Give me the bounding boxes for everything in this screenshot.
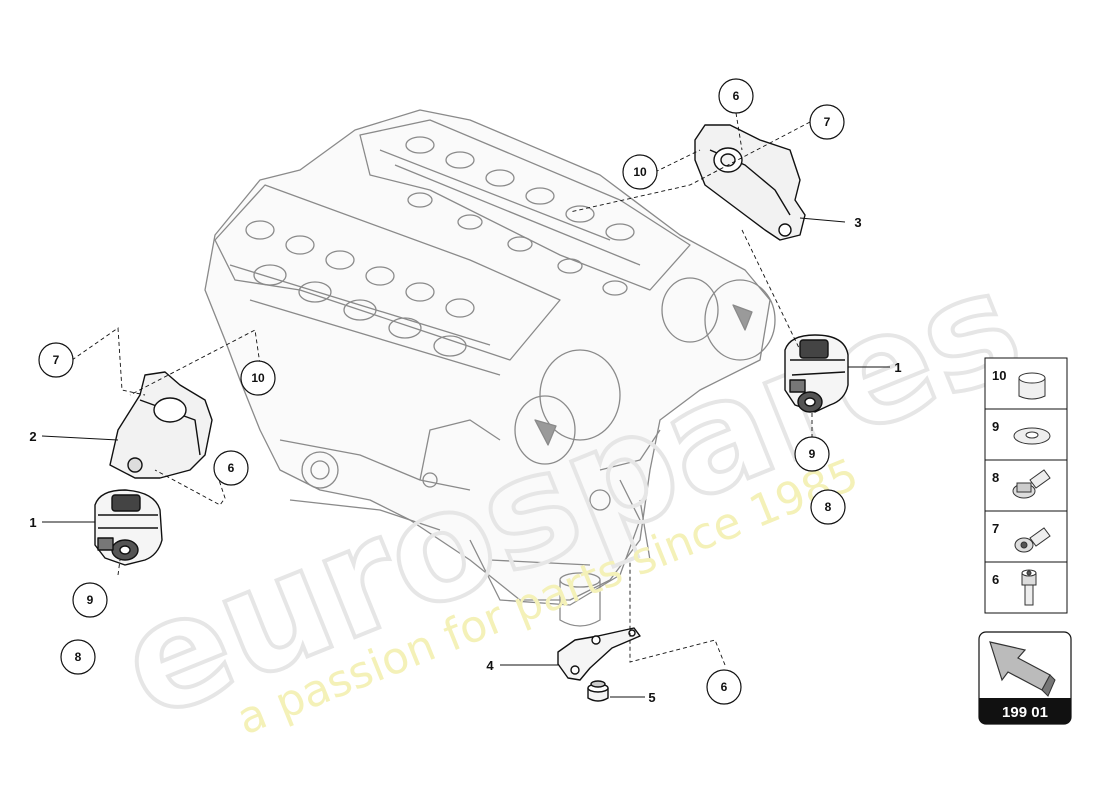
callout-label: 8 [75,650,82,664]
engine-drawing [204,109,776,627]
callout-9-left[interactable]: 9 [72,582,108,618]
flange-bolt-icon [1012,469,1051,499]
callout-label: 4 [486,658,494,673]
callout-label: 10 [251,371,265,385]
callout-7-left[interactable]: 7 [38,342,74,378]
callout-label: 7 [824,115,831,129]
callout-label: 10 [633,165,647,179]
legend-number: 8 [992,470,999,485]
callout-label: 2 [29,429,36,444]
callout-3[interactable]: 3 [854,215,861,230]
part-1-engine-mount-right[interactable] [784,334,849,413]
reference-code: 199 01 [1002,704,1048,721]
callout-8-right[interactable]: 8 [810,489,846,525]
callout-label: 9 [87,593,94,607]
parts-legend: 10 9 8 7 [984,357,1068,614]
callout-10-left[interactable]: 10 [240,360,276,396]
part-4-bracket-plate[interactable] [557,627,641,681]
callout-label: 1 [894,360,901,375]
part-2-bracket[interactable] [109,371,213,479]
callout-8-left[interactable]: 8 [60,639,96,675]
washer-icon [1013,427,1051,445]
legend-row-10[interactable]: 10 [992,368,1046,400]
callout-9-right[interactable]: 9 [794,436,830,472]
legend-number: 10 [992,368,1006,383]
lower-bank-coils [245,220,475,357]
callout-6-left[interactable]: 6 [213,450,249,486]
callout-label: 9 [809,447,816,461]
legend-number: 9 [992,419,999,434]
callout-label: 8 [825,500,832,514]
reference-box[interactable]: 199 01 [978,631,1072,725]
callout-6-top[interactable]: 6 [718,78,754,114]
callout-label: 6 [721,680,728,694]
callout-label: 6 [228,461,235,475]
socket-bolt-icon [1014,527,1051,553]
callout-1-right[interactable]: 1 [894,360,901,375]
callout-1-left[interactable]: 1 [29,515,36,530]
callout-4[interactable]: 4 [486,658,494,673]
legend-row-7[interactable]: 7 [992,521,1051,553]
part-1-engine-mount-left[interactable] [94,489,163,566]
callout-label: 1 [29,515,36,530]
callout-label: 5 [648,690,655,705]
legend-row-6[interactable]: 6 [992,569,1037,606]
callout-2[interactable]: 2 [29,429,36,444]
part-3-bracket[interactable] [694,124,806,241]
legend-row-8[interactable]: 8 [992,469,1051,499]
part-5-sleeve[interactable] [587,680,609,702]
callout-6-bottom[interactable]: 6 [706,669,742,705]
legend-row-9[interactable]: 9 [992,419,1051,445]
callout-label: 3 [854,215,861,230]
callout-5[interactable]: 5 [648,690,655,705]
arrow-icon [989,641,1056,697]
callout-10-top[interactable]: 10 [622,154,658,190]
socket-screw-icon [1021,569,1037,606]
sleeve-icon [1018,372,1046,400]
upper-bank-coils [405,136,635,296]
callout-7-top[interactable]: 7 [809,104,845,140]
callout-label: 6 [733,89,740,103]
legend-number: 7 [992,521,999,536]
callout-label: 7 [53,353,60,367]
legend-number: 6 [992,572,999,587]
